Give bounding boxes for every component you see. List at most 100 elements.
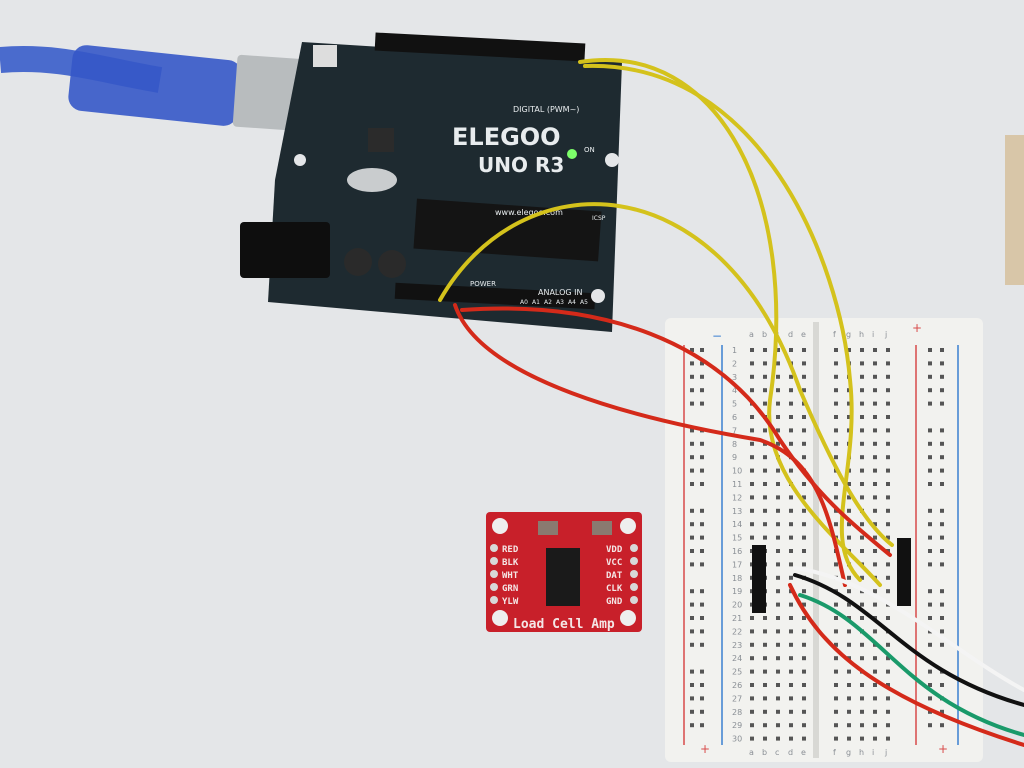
pin-pad xyxy=(630,557,638,565)
breadboard-hole xyxy=(834,736,838,741)
breadboard-hole xyxy=(834,709,838,714)
breadboard-hole xyxy=(763,455,767,460)
breadboard-hole xyxy=(802,709,806,714)
row-number: 15 xyxy=(732,534,742,543)
mounting-hole xyxy=(605,153,619,167)
breadboard-hole xyxy=(763,642,767,647)
breadboard-hole xyxy=(873,482,877,486)
rail-hole xyxy=(700,388,704,393)
breadboard-hole xyxy=(750,348,754,352)
power-led xyxy=(567,149,577,159)
power-label: POWER xyxy=(470,280,496,288)
breadboard-hole xyxy=(860,656,864,661)
breadboard-hole xyxy=(789,388,793,393)
breadboard-hole xyxy=(776,602,780,607)
breadboard-hole xyxy=(886,401,890,406)
rail-hole xyxy=(700,522,704,527)
row-number: 18 xyxy=(732,574,742,583)
breadboard-hole xyxy=(847,482,851,486)
breadboard-hole xyxy=(789,616,793,620)
analog-pin-label: A5 xyxy=(580,299,588,306)
rail-hole xyxy=(700,683,704,687)
board-title: Load Cell Amp xyxy=(513,617,615,632)
breadboard-hole xyxy=(776,616,780,620)
breadboard-hole xyxy=(789,696,793,701)
breadboard-hole xyxy=(873,361,877,366)
rail-hole xyxy=(928,348,932,352)
breadboard-hole xyxy=(873,669,877,674)
red-wire xyxy=(453,303,847,587)
breadboard-hole xyxy=(860,642,864,647)
rail-hole xyxy=(700,482,704,486)
breadboard-hole xyxy=(886,696,890,701)
analog-pin-label: A4 xyxy=(568,299,576,306)
breadboard-hole xyxy=(860,361,864,366)
breadboard-hole xyxy=(886,455,890,460)
breadboard-hole xyxy=(860,401,864,406)
arduino-board: ELEGOO UNO R3 www.elegoo.com DIGITAL (PW… xyxy=(240,32,622,332)
breadboard-hole xyxy=(776,669,780,674)
breadboard-hole xyxy=(860,723,864,728)
row-number: 17 xyxy=(732,560,742,569)
breadboard-hole xyxy=(776,562,780,567)
breadboard-hole xyxy=(763,629,767,634)
breadboard-hole xyxy=(886,656,890,661)
breadboard-hole xyxy=(802,723,806,728)
rail-hole xyxy=(700,468,704,473)
rail-hole xyxy=(700,508,704,513)
rail-hole xyxy=(940,508,944,513)
breadboard-hole xyxy=(789,656,793,661)
rail-hole xyxy=(928,361,932,366)
row-number: 10 xyxy=(732,467,742,476)
breadboard-hole xyxy=(763,696,767,701)
breadboard-hole xyxy=(886,374,890,379)
breadboard-hole xyxy=(750,642,754,647)
breadboard-hole xyxy=(860,522,864,527)
breadboard-hole xyxy=(847,736,851,741)
rail-hole xyxy=(690,629,694,634)
header-pins-right xyxy=(897,538,911,606)
breadboard-hole xyxy=(789,562,793,567)
rail-hole xyxy=(690,428,694,433)
breadboard-hole xyxy=(873,508,877,513)
breadboard-hole xyxy=(834,642,838,647)
breadboard-hole xyxy=(763,736,767,741)
breadboard-hole xyxy=(763,348,767,352)
rail-hole xyxy=(690,709,694,714)
breadboard-hole xyxy=(873,709,877,714)
breadboard-hole xyxy=(789,709,793,714)
rail-hole xyxy=(940,482,944,486)
row-number: 24 xyxy=(732,654,742,663)
breadboard-hole xyxy=(847,642,851,647)
pin-pad xyxy=(490,570,498,578)
row-number: 5 xyxy=(732,400,737,409)
pin-pad xyxy=(490,583,498,591)
breadboard-hole xyxy=(750,683,754,687)
row-number: 4 xyxy=(732,386,737,395)
capacitor xyxy=(344,248,372,276)
breadboard-hole xyxy=(750,388,754,393)
row-number: 7 xyxy=(732,426,737,435)
breadboard-hole xyxy=(847,602,851,607)
mounting-hole xyxy=(492,610,508,626)
breadboard-hole xyxy=(886,723,890,728)
breadboard-hole xyxy=(886,348,890,352)
breadboard-hole xyxy=(750,468,754,473)
breadboard-hole xyxy=(776,642,780,647)
row-number: 26 xyxy=(732,681,742,690)
rail-hole xyxy=(690,589,694,594)
breadboard-hole xyxy=(763,361,767,366)
rail-hole xyxy=(690,468,694,473)
breadboard-hole xyxy=(776,482,780,486)
breadboard-hole xyxy=(834,401,838,406)
breadboard-hole xyxy=(847,696,851,701)
column-label: i xyxy=(872,748,874,757)
pin-pad xyxy=(630,583,638,591)
rail-hole xyxy=(928,549,932,553)
breadboard-hole xyxy=(750,669,754,674)
breadboard-hole xyxy=(776,388,780,393)
breadboard-hole xyxy=(886,736,890,741)
plus-rail-label: + xyxy=(912,321,922,335)
rail-hole xyxy=(700,589,704,594)
breadboard-hole xyxy=(886,468,890,473)
